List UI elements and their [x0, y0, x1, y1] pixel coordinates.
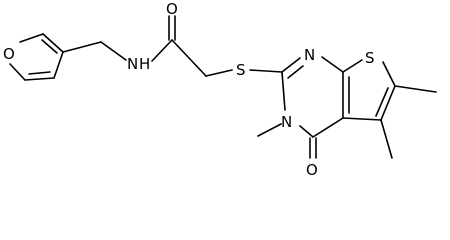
bond-n3-c2: [281, 71, 286, 111]
thiophene-sulfur-label: S: [365, 49, 375, 67]
molecule-drawing: O N H O S N N S O: [2, 0, 437, 179]
furan-oxygen-label: O: [3, 45, 15, 63]
amide-hydrogen-label: H: [139, 55, 150, 73]
bond-c4a-c4: [312, 117, 344, 138]
bond-furan-c2-o: [19, 33, 44, 43]
bond-nh-carbonyl-c: [151, 39, 173, 62]
bond-c4-n3: [299, 125, 314, 138]
keto-oxygen-label: O: [306, 161, 318, 179]
bond-c6-methyl: [394, 85, 437, 93]
bond-ch2-nh: [100, 41, 127, 61]
amide-nitrogen-label: N: [127, 55, 138, 73]
bond-furan-c5-c4: [24, 77, 55, 81]
bond-furan-c3-c2-double: [41, 39, 58, 54]
bond-furan-o-c5: [9, 63, 26, 81]
bond-n1-c7a: [321, 56, 344, 73]
bond-c7a-s: [342, 59, 363, 73]
structure-diagram: O N H O S N N S O: [2, 0, 437, 179]
pyrimidine-n1-label: N: [304, 46, 315, 64]
bond-furan-c5-c4-double: [28, 71, 51, 75]
bond-c5-c4a: [342, 117, 382, 121]
bond-s-c2: [249, 69, 283, 73]
bond-c5-methyl: [380, 119, 393, 159]
bond-c2-n1-b: [287, 65, 304, 79]
atom-label-layer: O N H O S N N S O: [2, 0, 375, 179]
pyrimidine-n3-label: N: [281, 113, 292, 131]
bond-c6-c5-b: [375, 87, 389, 117]
bond-furan-c4-c3: [53, 51, 64, 79]
thioether-sulfur-label: S: [236, 61, 246, 79]
bond-c6-c5-a: [380, 85, 396, 121]
carbonyl-oxygen-label: O: [166, 0, 178, 18]
bond-s-c6: [382, 61, 396, 87]
bond-ch2-s: [205, 69, 233, 77]
bond-layer: [9, 15, 437, 159]
bond-furan-c3-c2: [42, 33, 64, 53]
bond-c2-n1-a: [281, 57, 301, 73]
bond-n3-methyl: [257, 123, 282, 137]
bond-furan-ch2: [62, 41, 102, 53]
furan-oxygen-bg: [2, 45, 18, 63]
bond-carbonyl-ch2: [171, 39, 207, 77]
